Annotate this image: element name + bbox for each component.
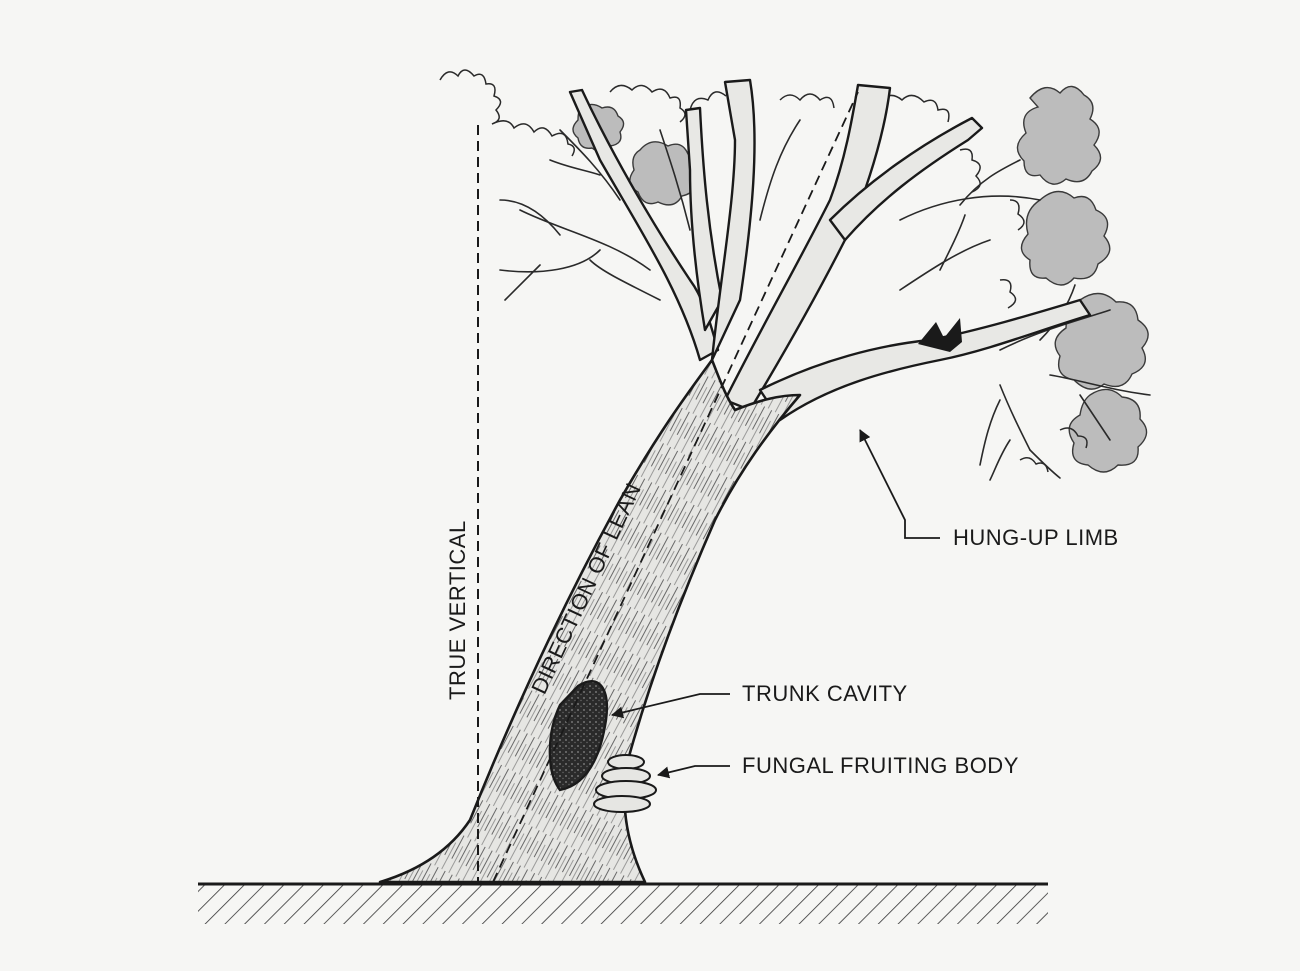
twigs [499, 119, 1151, 481]
fungal-fruiting-body [593, 754, 657, 813]
ground [198, 882, 1048, 924]
trunk [378, 358, 802, 884]
trunk-cavity-arrow [611, 693, 730, 719]
direction-of-lean-line [492, 91, 859, 883]
trunk-cavity-label: TRUNK CAVITY [742, 681, 908, 706]
trunk-cavity [548, 680, 609, 792]
hung-up-limb-break [918, 318, 962, 352]
callout-arrows [611, 429, 940, 779]
fungal-fruiting-body-label: FUNGAL FRUITING BODY [742, 753, 1019, 778]
fungal-fruiting-body-arrow [657, 765, 730, 779]
hung-up-limb-arrow [859, 429, 940, 539]
true-vertical-label: TRUE VERTICAL [445, 520, 470, 700]
hung-up-limb-label: HUNG-UP LIMB [953, 525, 1119, 550]
branches [568, 78, 1092, 422]
foliage [572, 85, 1149, 473]
